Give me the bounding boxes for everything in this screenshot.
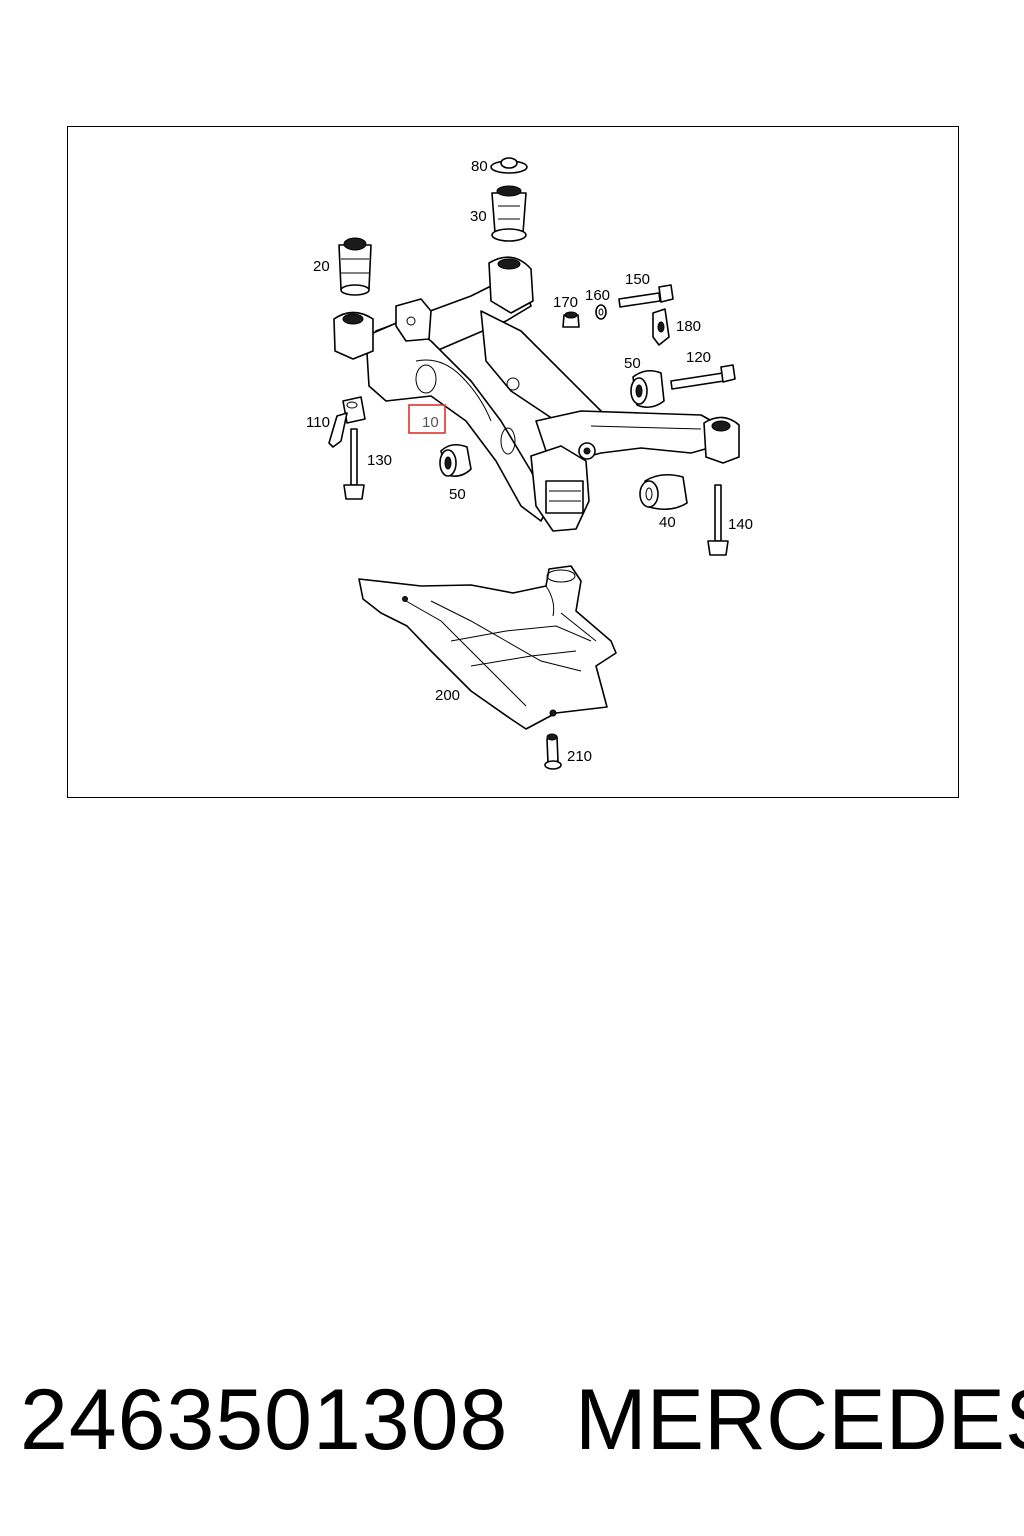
part-number: 2463501308 <box>20 1372 509 1468</box>
part-110-bracket[interactable] <box>328 396 366 448</box>
highlight-box-10 <box>408 404 446 434</box>
caption: 2463501308 MERCEDES <box>0 1365 1024 1475</box>
part-210-clip[interactable] <box>544 733 562 770</box>
part-40-bushing[interactable] <box>639 473 688 511</box>
part-50-bushing-lower[interactable] <box>439 443 472 477</box>
callout-80[interactable]: 80 <box>471 158 488 175</box>
callout-150[interactable]: 150 <box>625 271 650 288</box>
callout-30[interactable]: 30 <box>470 208 487 225</box>
part-180-plate[interactable] <box>652 308 670 346</box>
callout-40[interactable]: 40 <box>659 514 676 531</box>
part-20-bushing[interactable] <box>338 237 372 296</box>
parts-diagram: 10 80 30 20 170 160 150 180 50 120 110 1… <box>306 157 753 770</box>
callout-110[interactable]: 110 <box>306 414 330 431</box>
callout-170[interactable]: 170 <box>553 294 578 311</box>
callout-200[interactable]: 200 <box>435 687 460 704</box>
brand-name: MERCEDES <box>575 1372 1024 1468</box>
callout-50-lower[interactable]: 50 <box>449 486 466 503</box>
part-150-bolt[interactable] <box>618 284 674 308</box>
part-30-bushing[interactable] <box>491 185 527 242</box>
callout-10[interactable]: 10 <box>422 414 439 431</box>
part-80-cap[interactable] <box>490 157 528 174</box>
part-140-bolt[interactable] <box>707 484 729 556</box>
part-50-bushing-upper[interactable] <box>630 369 665 409</box>
callout-120[interactable]: 120 <box>686 349 711 366</box>
callout-130[interactable]: 130 <box>367 452 392 469</box>
part-160-washer[interactable] <box>595 304 607 320</box>
callout-210[interactable]: 210 <box>567 748 592 765</box>
callout-160[interactable]: 160 <box>585 287 610 304</box>
part-120-bolt[interactable] <box>670 364 736 390</box>
callout-180[interactable]: 180 <box>676 318 701 335</box>
part-130-bolt[interactable] <box>343 428 365 500</box>
diagram-frame: 10 80 30 20 170 160 150 180 50 120 110 1… <box>67 126 959 798</box>
part-170-nut[interactable] <box>562 311 580 328</box>
subframe-part-10[interactable] <box>333 256 740 532</box>
callout-20[interactable]: 20 <box>313 258 330 275</box>
callout-140[interactable]: 140 <box>728 516 753 533</box>
callout-50-upper[interactable]: 50 <box>624 355 641 372</box>
part-200-underbody-panel[interactable] <box>358 565 617 730</box>
